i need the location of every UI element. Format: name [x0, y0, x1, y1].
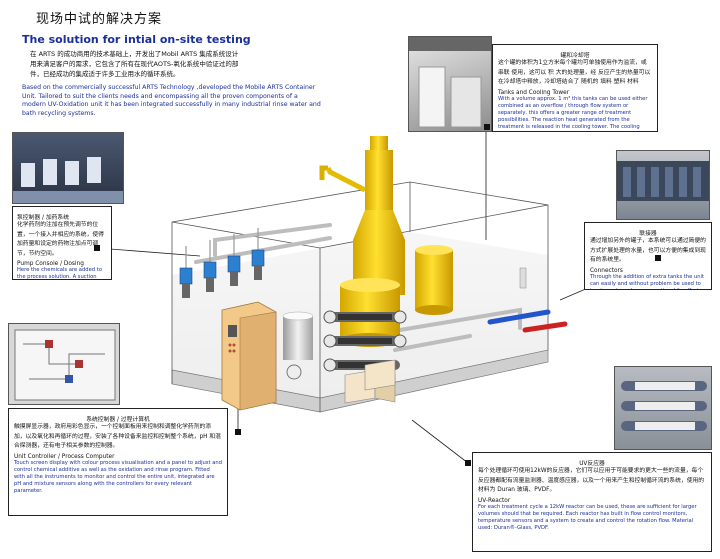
uv-body-en: For each treatment cycle a 12kW reactor … — [478, 503, 697, 531]
pump-title-en: Pump Console / Dosing — [17, 261, 84, 267]
control-cabinet-icon[interactable] — [221, 301, 277, 411]
pump-photo — [12, 132, 124, 204]
uv-marker — [465, 460, 471, 466]
uv-callout: UV反应器 每个处理循环可使用12kW的反应器，它们可以应用于可能要求的更大一些… — [472, 452, 712, 552]
pump-body-en: Here the chemicals are added to the proc… — [17, 267, 102, 280]
uv-photo — [614, 366, 712, 450]
connectors-title-en: Connectors — [590, 267, 623, 274]
controller-callout: 系统控制器 / 过程计算机 触摸屏显示器，政府用彩色显示，一个控制面板用来控制和… — [8, 408, 228, 516]
controller-title-cn: 系统控制器 / 过程计算机 — [86, 417, 150, 423]
tanks-body-cn: 这个罐的体积为1立方米每个罐均可单独使用作为溢流，或 串联 使用，这可以 积 大… — [498, 60, 651, 85]
controller-title-en: Unit Controller / Process Computer — [14, 453, 115, 460]
tanks-title-en: Tanks and Cooling Tower — [498, 89, 570, 96]
pipe-connector-icon[interactable] — [487, 267, 568, 333]
tanks-callout: 罐和冷却塔 这个罐的体积为1立方米每个罐均可单独使用作为溢流，或 串联 使用，这… — [492, 44, 658, 132]
pump-unit[interactable] — [203, 240, 217, 292]
tanks-body-en: With a volume approx. 1 m³ this tanks ca… — [498, 95, 648, 132]
pump-body-cn: 化学药剂的注加在预先调节的位置，一个接入并相应的系统，使得加药量和设定的药物注加… — [17, 222, 104, 257]
connectors-body-en: Through the addition of extra tanks the … — [590, 273, 705, 290]
controller-body-cn: 触摸屏显示器，政府用彩色显示，一个控制面板用来控制和调整化学药剂的添加，以及氧化… — [14, 424, 221, 449]
connectors-marker — [655, 255, 661, 261]
pump-callout: 泵控制器 / 加药系统 化学药剂的注加在预先调节的位置，一个接入并相应的系统，使… — [12, 206, 112, 280]
pump-unit[interactable] — [179, 246, 193, 298]
tanks-marker — [484, 124, 490, 130]
mixing-vessel-icon — [282, 311, 314, 380]
connectors-callout: 联接器 通过增加另外的罐子，本系统可以通过简便的方式扩展处理的水量，也可以方便的… — [584, 222, 712, 290]
controller-photo — [8, 323, 120, 405]
solution-title: The solution for intial on-site testing — [22, 33, 251, 46]
controller-marker — [235, 429, 241, 435]
page-title: 现场中试的解决方案 — [36, 12, 163, 27]
pump-marker — [94, 245, 100, 251]
uv-body-cn: 每个处理循环可使用12kW的反应器，它们可以应用于可能要求的更大一些的流量，每个… — [478, 468, 705, 493]
intro-en: Based on the commercially successful ART… — [22, 84, 321, 117]
pump-unit[interactable] — [251, 228, 265, 280]
controller-body-en: Touch screen display with colour process… — [14, 459, 222, 494]
pump-unit[interactable] — [227, 234, 241, 286]
pump-icon[interactable] — [179, 228, 265, 298]
connectors-title-cn: 联接器 — [639, 231, 657, 237]
pipe-network — [194, 223, 522, 352]
uv-title-cn: UV反应器 — [579, 461, 605, 467]
connectors-body-cn: 通过增加另外的罐子，本系统可以通过简便的方式扩展处理的水量，也可以方便的集成到现… — [590, 238, 706, 263]
storage-boxes — [344, 359, 396, 404]
uv-title-en: UV-Reactor — [478, 497, 511, 504]
tanks-title-cn: 罐和冷却塔 — [560, 53, 590, 59]
connectors-photo — [616, 150, 710, 220]
intro-cn: 在 ARTS 的成功商用的技术基础上，开发出了Mobil ARTS 集成系统设计… — [30, 50, 239, 78]
tanks-photo — [408, 36, 492, 132]
pump-title-cn: 泵控制器 / 加药系统 — [17, 215, 70, 221]
